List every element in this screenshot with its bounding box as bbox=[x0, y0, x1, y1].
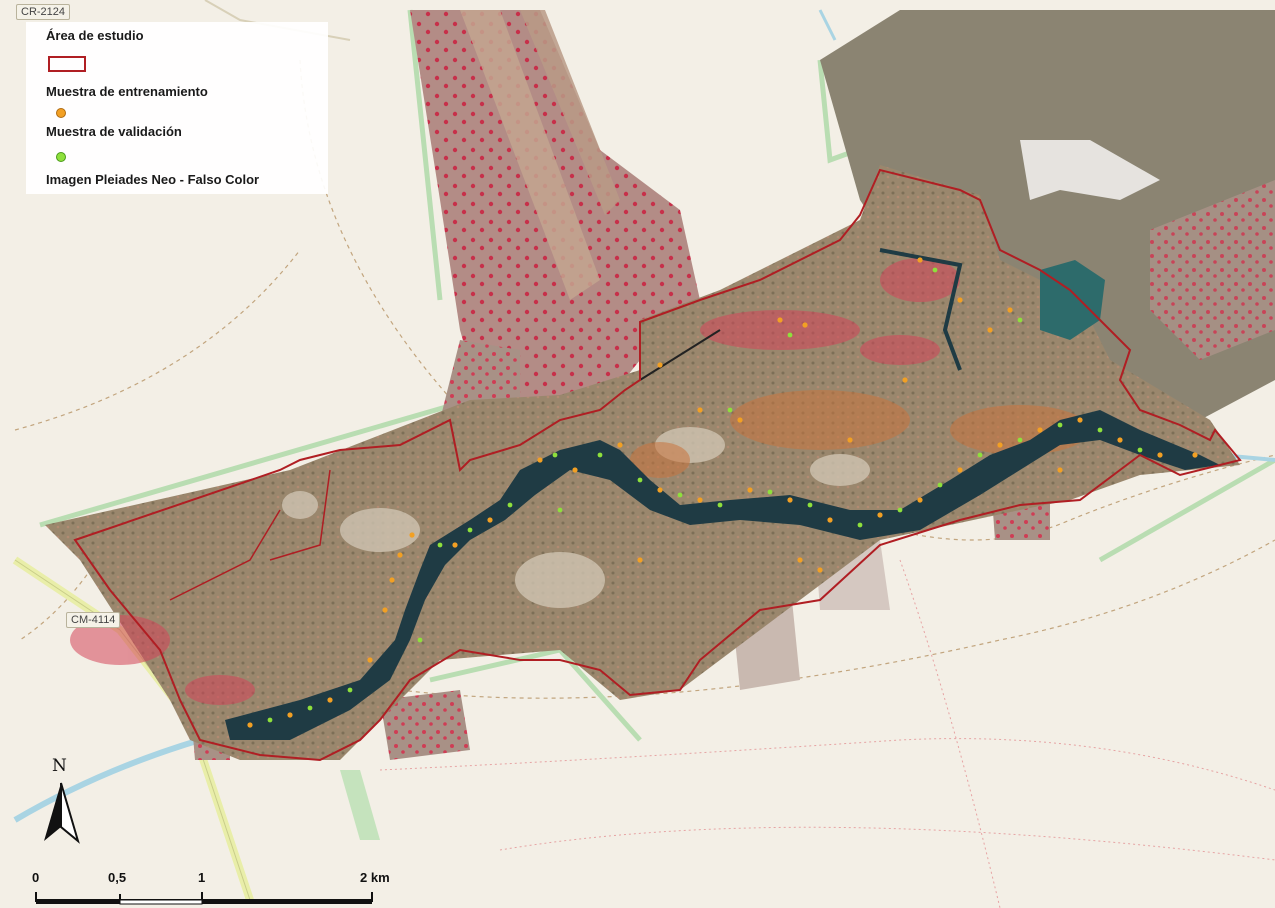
road-label-cr2124: CR-2124 bbox=[16, 4, 71, 20]
scale-label-0: 0 bbox=[32, 870, 40, 885]
river-ne bbox=[818, 9, 837, 41]
legend-training-sample-label: Muestra de entrenamiento bbox=[46, 84, 208, 99]
map-legend: Área de estudio Muestra de entrenamiento… bbox=[26, 22, 328, 194]
scale-label-2km: 2 km bbox=[360, 870, 390, 885]
legend-study-area-symbol bbox=[48, 56, 86, 72]
road-label-cm4114: CM-4114 bbox=[66, 612, 121, 628]
north-label: N bbox=[52, 756, 67, 776]
legend-study-area-label: Área de estudio bbox=[46, 28, 144, 43]
training-sample-points bbox=[247, 257, 1198, 728]
legend-validation-sample-label: Muestra de validación bbox=[46, 124, 182, 139]
water-river bbox=[225, 410, 1220, 740]
river bbox=[13, 737, 201, 823]
scale-bar bbox=[35, 892, 373, 905]
pale-patches bbox=[282, 427, 870, 608]
validation-sample-points bbox=[267, 267, 1143, 723]
legend-validation-sample-symbol bbox=[56, 152, 66, 162]
legend-training-sample-symbol bbox=[56, 108, 66, 118]
legend-image-label: Imagen Pleiades Neo - Falso Color bbox=[46, 172, 260, 187]
study-area-outline bbox=[73, 168, 1242, 762]
scale-label-1: 1 bbox=[198, 870, 206, 885]
pink-dotted-tracks bbox=[379, 559, 1275, 908]
imagery-ne bbox=[820, 10, 1275, 460]
scale-label-0-5: 0,5 bbox=[108, 870, 127, 885]
north-arrow-icon bbox=[44, 782, 80, 844]
green-strip bbox=[340, 770, 380, 840]
